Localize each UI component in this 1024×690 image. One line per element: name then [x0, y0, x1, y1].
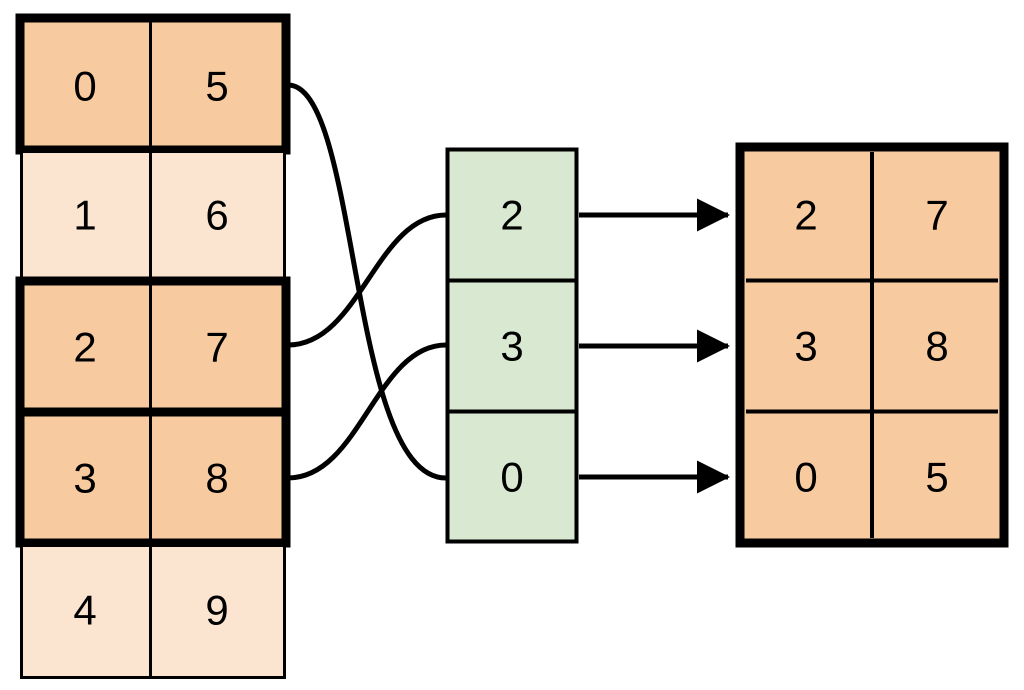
result-cell-0-0: 2: [794, 192, 817, 239]
result-row-1[interactable]: 3 8: [794, 323, 948, 370]
source-cell-1-0: 1: [73, 192, 96, 239]
source-row-2[interactable]: 2 7: [15, 276, 291, 417]
source-row-3[interactable]: 3 8: [15, 407, 291, 548]
index-cell-1[interactable]: 3: [445, 278, 579, 414]
source-row-4-outline: [20, 544, 286, 679]
source-table: 0 5 1 6 2 7 3 8: [15, 13, 291, 679]
connector-row3-to-index1: [285, 342, 449, 481]
source-row-0[interactable]: 0 5: [15, 13, 291, 155]
source-cell-0-1: 5: [205, 63, 228, 110]
source-cell-0-0: 0: [73, 63, 96, 110]
result-row-2[interactable]: 0 5: [794, 454, 948, 501]
index-cell-2-outline: [445, 409, 579, 544]
index-column: 2 3 0: [445, 147, 579, 544]
source-cell-1-1: 6: [205, 192, 228, 239]
result-cell-0-1: 7: [925, 192, 948, 239]
source-cell-3-1: 8: [205, 455, 228, 502]
source-cell-4-0: 4: [73, 587, 96, 634]
source-cell-2-0: 2: [73, 324, 96, 371]
source-cell-2-1: 7: [205, 324, 228, 371]
result-row-0[interactable]: 2 7: [794, 192, 948, 239]
connector-curves: [285, 82, 449, 481]
source-row-2-outline: [15, 276, 291, 417]
index-cell-0-label: 2: [500, 192, 523, 239]
index-cell-2[interactable]: 0: [445, 409, 579, 544]
result-cell-1-0: 3: [794, 323, 817, 370]
source-cell-3-0: 3: [73, 455, 96, 502]
connector-row2-to-index0: [285, 212, 449, 348]
result-arrows: [579, 198, 731, 494]
source-row-3-outline: [15, 407, 291, 548]
index-cell-1-outline: [445, 278, 579, 414]
result-cell-1-1: 8: [925, 323, 948, 370]
source-row-4[interactable]: 4 9: [20, 544, 286, 679]
index-cell-0[interactable]: 2: [445, 147, 579, 283]
result-cell-2-0: 0: [794, 454, 817, 501]
index-cell-2-label: 0: [500, 454, 523, 501]
result-table: 2 7 3 8 0 5: [735, 142, 1009, 548]
source-row-1-outline: [20, 150, 286, 280]
connector-row0-to-index2: [285, 82, 449, 481]
index-cell-1-label: 3: [500, 323, 523, 370]
source-row-1[interactable]: 1 6: [20, 150, 286, 280]
source-row-0-outline: [15, 13, 291, 155]
result-cell-2-1: 5: [925, 454, 948, 501]
source-cell-4-1: 9: [205, 587, 228, 634]
